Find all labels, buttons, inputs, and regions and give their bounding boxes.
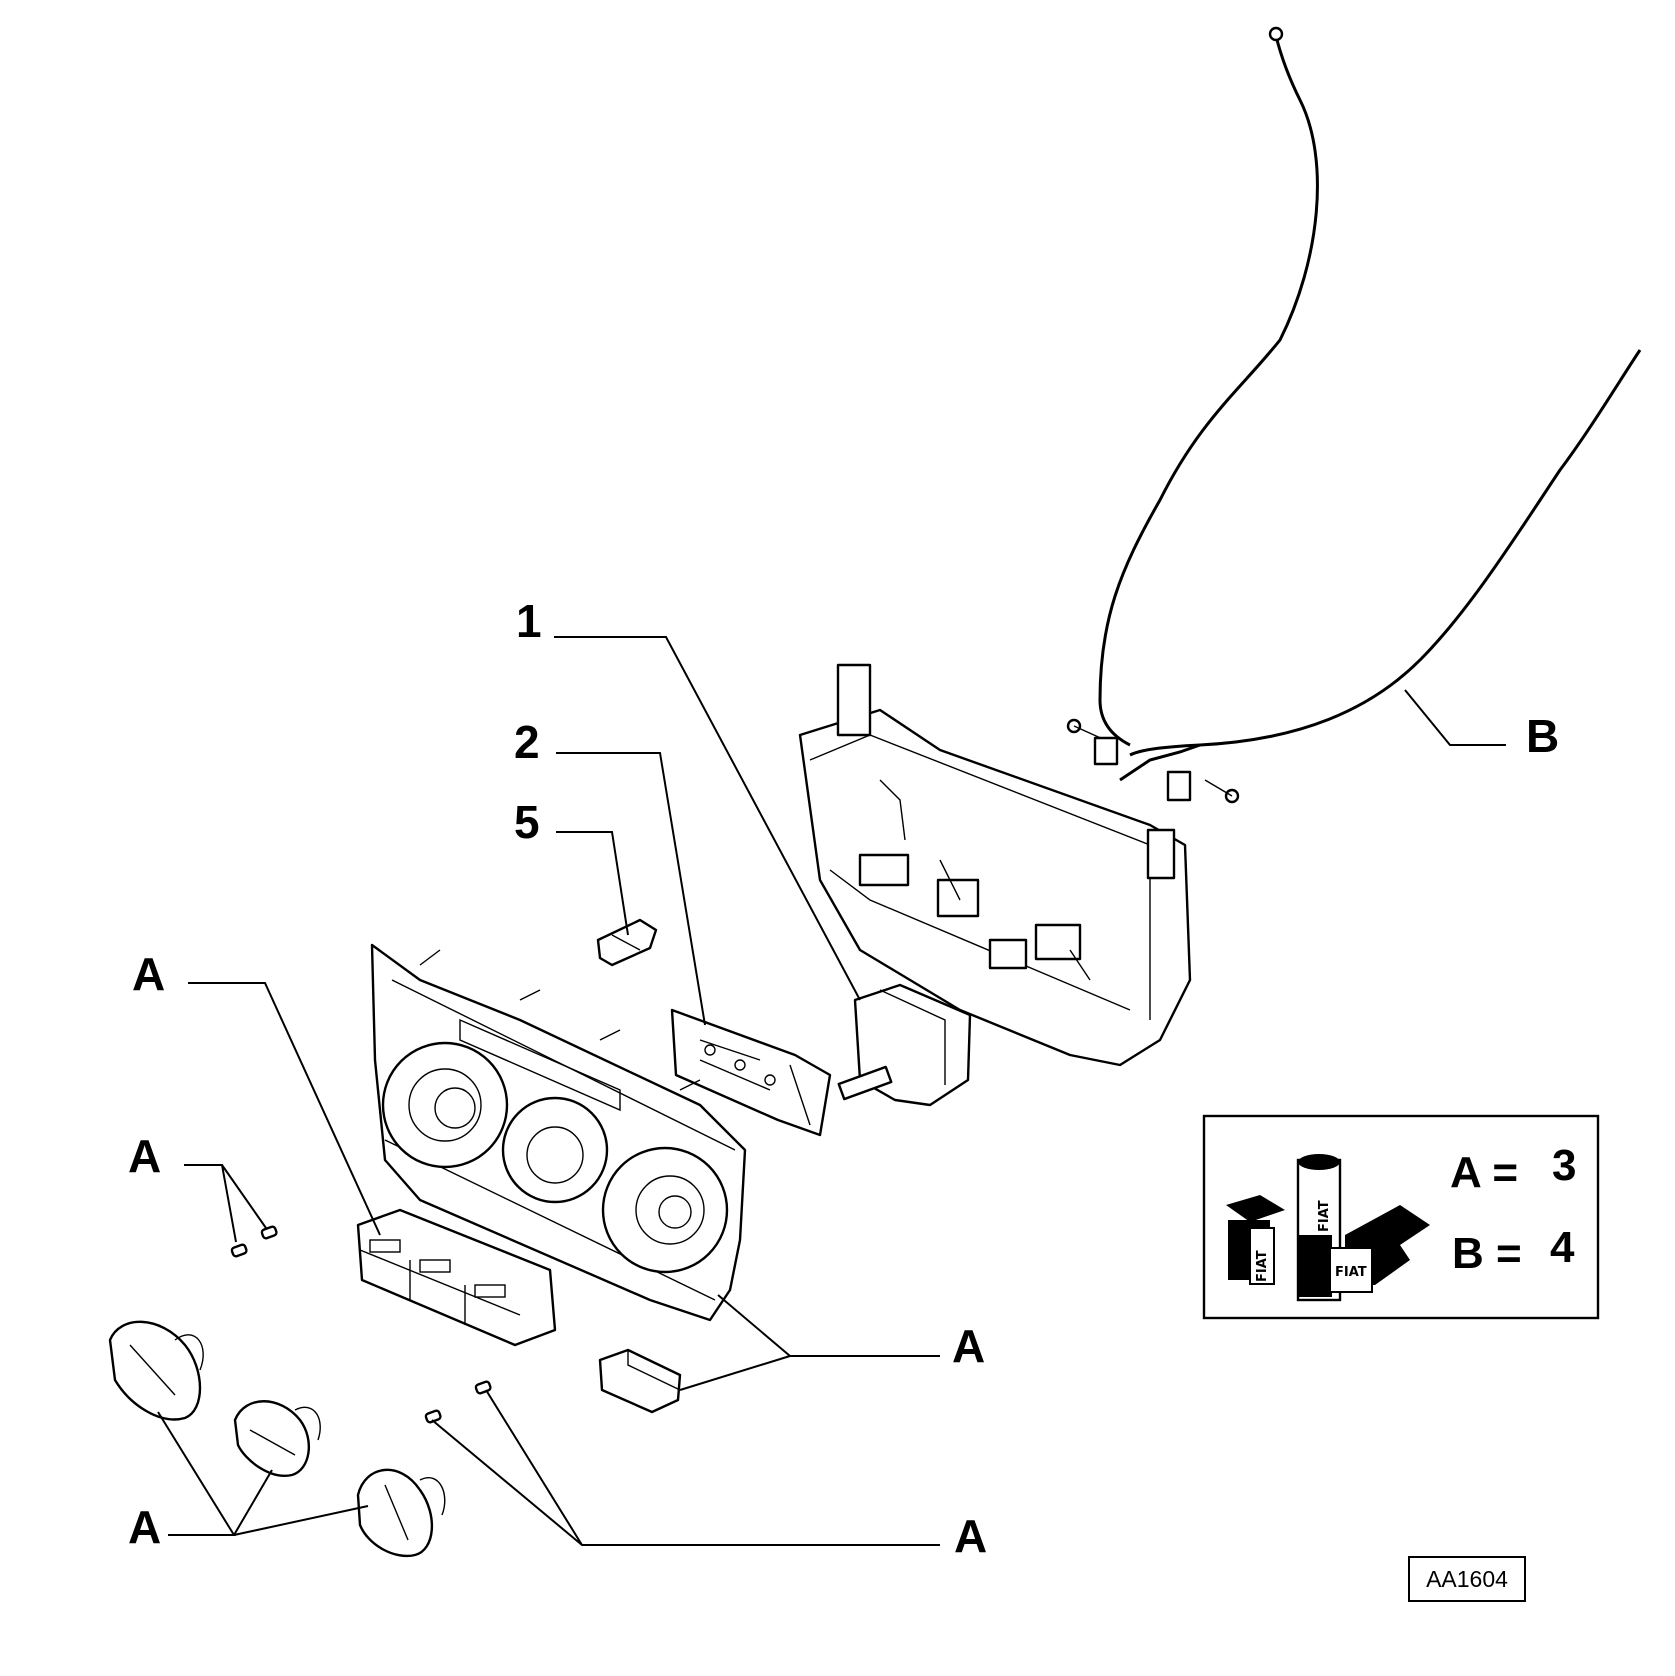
legend-b-label: B =: [1452, 1229, 1522, 1278]
callout-2: 2: [514, 716, 540, 768]
part-1-blower-switch: [837, 983, 972, 1107]
housing-boss: [858, 853, 910, 887]
callout-a-bottom-clips: A: [954, 1510, 987, 1562]
temp-dial-ring: [601, 1146, 729, 1274]
vent-dial-ring: [501, 1096, 609, 1204]
part-2-circuit-board: [670, 1008, 832, 1137]
legend-b-value: 4: [1550, 1223, 1575, 1272]
small-clips: [230, 1225, 492, 1424]
housing-boss: [936, 878, 980, 918]
control-cables: [1066, 26, 1642, 804]
brand-text-right-box: FIAT: [1335, 1265, 1367, 1280]
callout-a-button-strip: A: [132, 948, 165, 1000]
housing-boss: [988, 938, 1028, 970]
cable-clip: [1093, 736, 1119, 766]
drawing-code-box: AA1604: [1408, 1556, 1526, 1602]
housing-tab: [1146, 828, 1176, 880]
callout-b: B: [1526, 710, 1559, 762]
callout-5: 5: [514, 796, 540, 848]
quantity-legend-box: FIAT FIAT FIAT A = 3 B = 4: [1202, 1114, 1600, 1320]
leader-lines: [157, 636, 1506, 1546]
cable-end-eyelet: [1268, 26, 1284, 42]
callout-a-clips: A: [128, 1130, 161, 1182]
legend-a-value: 3: [1552, 1141, 1576, 1190]
callout-a-switch: A: [952, 1320, 985, 1372]
callout-1: 1: [516, 595, 542, 647]
brand-boxes-graphic: FIAT FIAT FIAT: [1226, 1154, 1430, 1302]
brand-text-cylinder: FIAT: [1317, 1200, 1332, 1232]
control-housing: [798, 663, 1192, 1067]
brand-text-left-box: FIAT: [1255, 1250, 1270, 1282]
front-control-panel: [370, 943, 747, 1322]
drawing-code: AA1604: [1426, 1566, 1508, 1592]
callout-labels: 1 2 5 A A A A A B: [128, 595, 1559, 1562]
legend-a-label: A =: [1450, 1148, 1518, 1197]
callout-a-knobs: A: [128, 1501, 161, 1553]
knobs: [108, 1320, 446, 1558]
housing-tab: [836, 663, 872, 737]
button-strip: [356, 1208, 557, 1347]
cable-clip: [1166, 770, 1192, 802]
part-5-bulb: [596, 918, 658, 967]
fan-dial-ring: [381, 1041, 509, 1169]
small-switch: [598, 1348, 682, 1414]
